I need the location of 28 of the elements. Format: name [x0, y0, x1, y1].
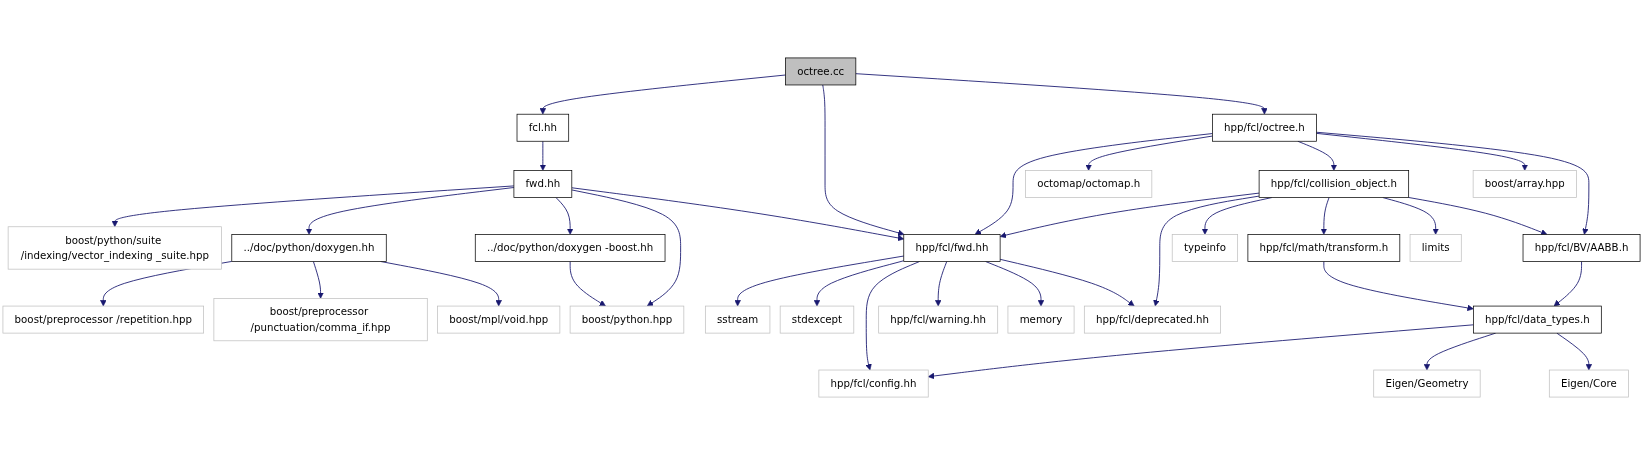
node-box: hpp/fcl/octree.h	[1212, 113, 1317, 142]
node-box: octomap/octomap.h	[1025, 170, 1153, 198]
node-box: hpp/fcl/config.hh	[818, 369, 929, 398]
node-box: boost/preprocessor /repetition.hpp	[2, 305, 204, 334]
node-box: typeinfo	[1171, 234, 1239, 262]
node-box: Eigen/Geometry	[1373, 369, 1481, 398]
node-box: Eigen/Core	[1548, 369, 1629, 398]
node-box: fwd.hh	[513, 170, 573, 198]
node-box: boost/mpl/void.hpp	[437, 305, 561, 334]
node-box: boost/preprocessor /punctuation/comma_if.hpp	[213, 298, 428, 342]
node-box: hpp/fcl/deprecated.hh	[1083, 305, 1221, 334]
node-box: fcl.hh	[516, 113, 570, 142]
node-box: boost/python.hpp	[569, 305, 685, 334]
node-box: ../doc/python/doxygen -boost.hh	[474, 234, 666, 262]
node-box: sstream	[704, 305, 771, 334]
node-box: hpp/fcl/BV/AABB.h	[1522, 234, 1641, 262]
node-box: hpp/fcl/warning.hh	[878, 305, 999, 334]
node-box: memory	[1007, 305, 1075, 334]
node-box: boost/array.hpp	[1472, 170, 1577, 198]
node-box: boost/python/suite /indexing/vector_indexing _suite.hpp	[7, 226, 222, 270]
node-box: hpp/fcl/collision_object.h	[1258, 170, 1410, 198]
node-box: hpp/fcl/fwd.hh	[903, 234, 1001, 262]
node-box: stdexcept	[779, 305, 855, 334]
node-box: hpp/fcl/math/transform.h	[1247, 234, 1401, 262]
node-box: ../doc/python/doxygen.hh	[231, 234, 387, 262]
node-box: hpp/fcl/data_types.h	[1473, 305, 1602, 334]
node-box: octree.cc	[785, 57, 857, 86]
node-box: limits	[1409, 234, 1462, 262]
